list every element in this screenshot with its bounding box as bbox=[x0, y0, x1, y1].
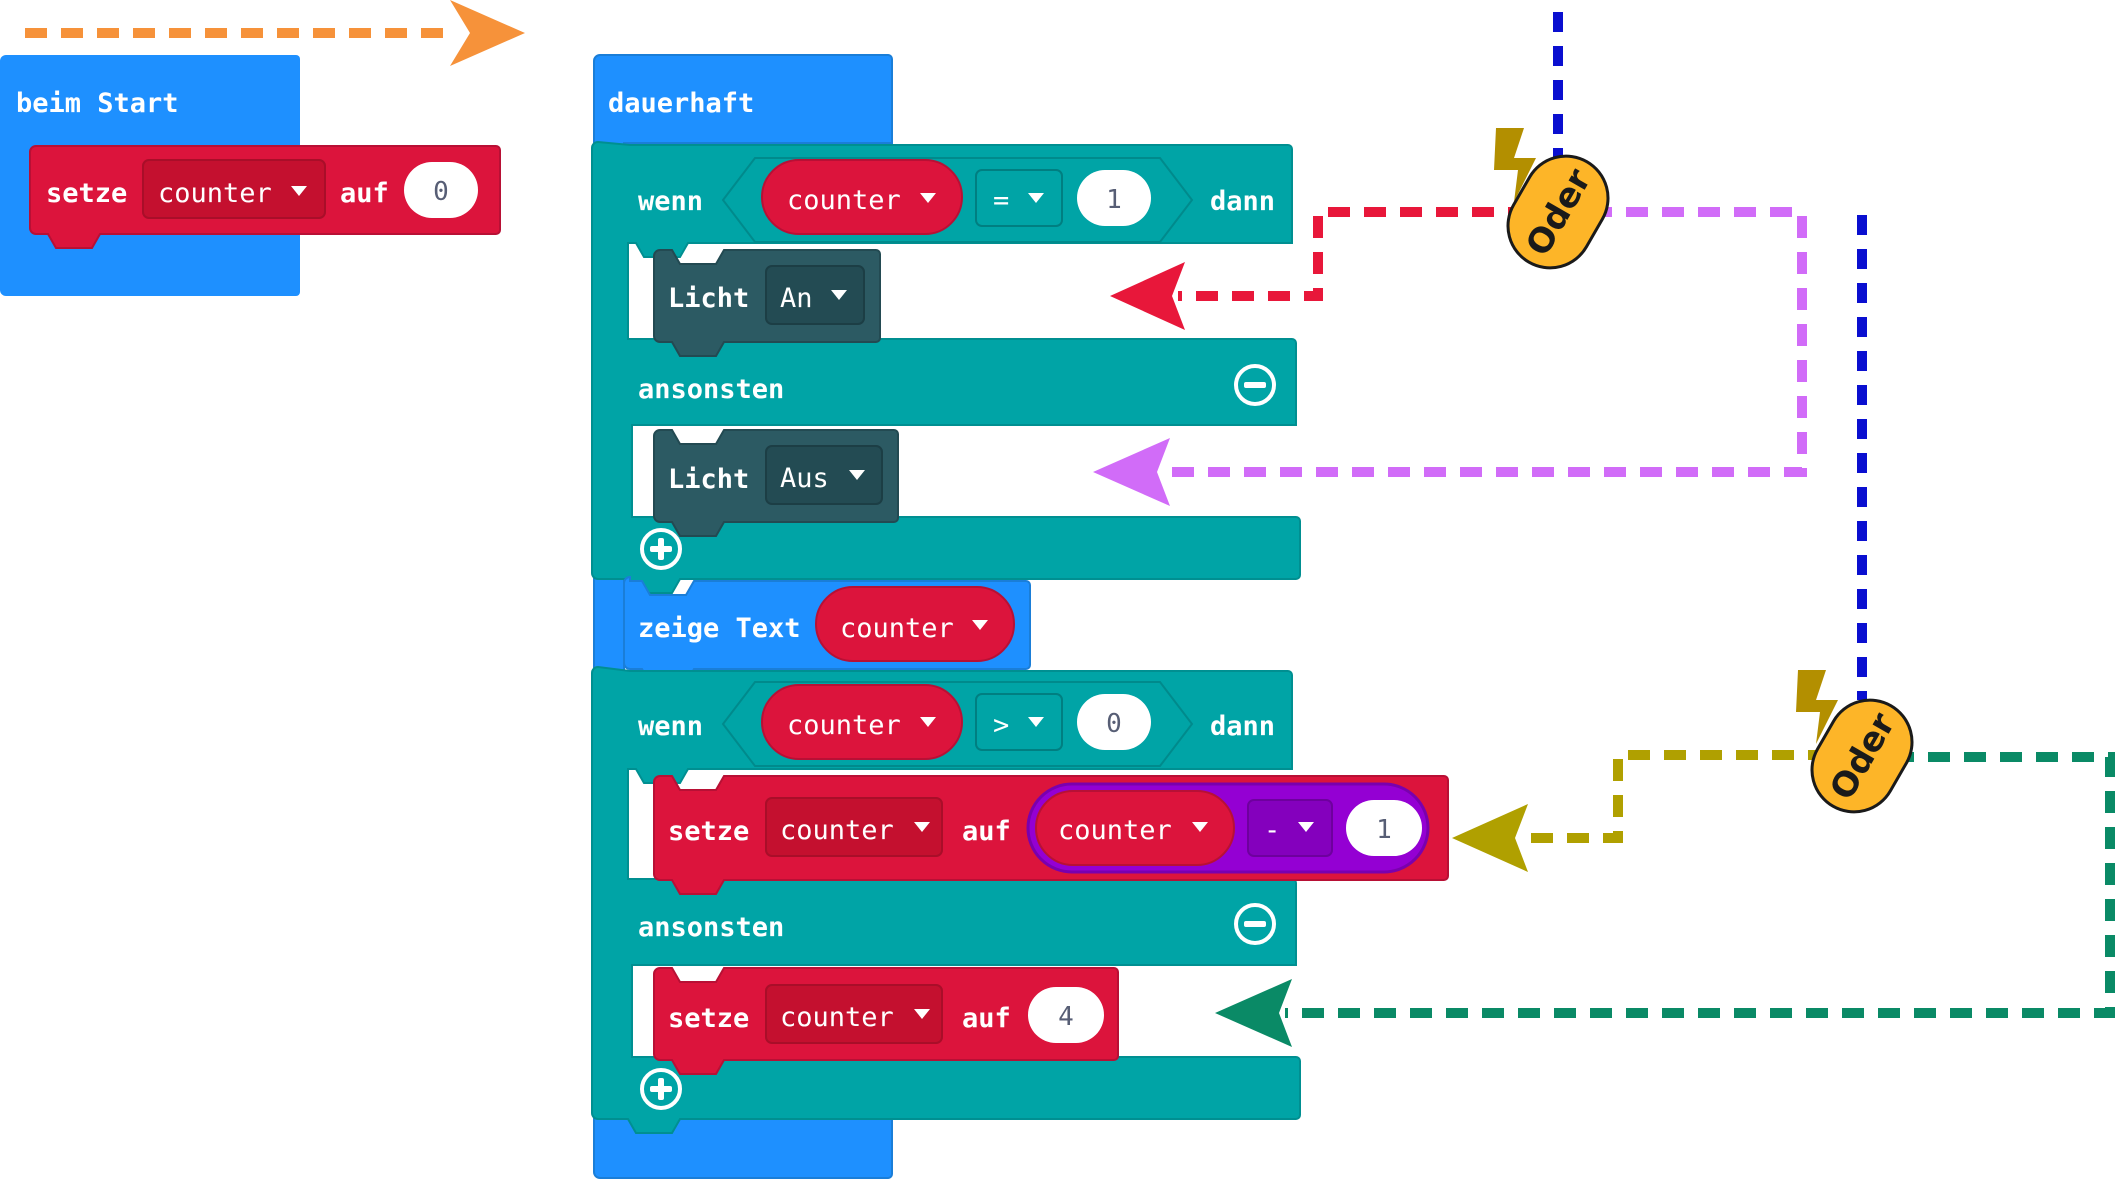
counter-variable-reporter[interactable] bbox=[1035, 790, 1235, 866]
light-state-text: An bbox=[780, 283, 813, 314]
show-text-label: zeige Text bbox=[638, 613, 801, 644]
value-text: 1 bbox=[1376, 815, 1392, 845]
variable-name: counter bbox=[780, 815, 894, 846]
set-counter-start-block[interactable]: setze counter auf 0 bbox=[29, 145, 501, 249]
if-label: wenn bbox=[638, 711, 703, 742]
set-label: setze bbox=[46, 178, 127, 209]
value-input[interactable] bbox=[1077, 170, 1151, 226]
light-state-text: Aus bbox=[780, 463, 829, 494]
light-label: Licht bbox=[668, 283, 749, 314]
orange-flow-arrow bbox=[25, 0, 525, 66]
variable-name: counter bbox=[787, 710, 901, 741]
if-block-1[interactable]: wenn counter = 1 dann Licht An ansonsten bbox=[591, 140, 1301, 594]
else-label: ansonsten bbox=[638, 912, 784, 943]
green-flow-arrow bbox=[1215, 752, 2115, 1047]
operator-text: = bbox=[993, 185, 1009, 216]
lightning-icon bbox=[1494, 128, 1536, 202]
light-state-dropdown[interactable] bbox=[765, 445, 883, 505]
if-block-2[interactable]: wenn counter > 0 dann setze counter auf bbox=[591, 665, 1449, 1134]
plus-circle-icon[interactable] bbox=[640, 528, 682, 570]
then-label: dann bbox=[1210, 711, 1275, 742]
to-label: auf bbox=[340, 178, 389, 209]
variable-name: counter bbox=[787, 185, 901, 216]
else-label: ansonsten bbox=[638, 374, 784, 405]
counter-variable-reporter[interactable] bbox=[815, 586, 1015, 662]
value-text: 0 bbox=[433, 177, 449, 207]
minus-circle-icon[interactable] bbox=[1234, 364, 1276, 406]
set-label: setze bbox=[668, 816, 749, 847]
violet-flow-arrow bbox=[1093, 207, 1807, 506]
if-label: wenn bbox=[638, 186, 703, 217]
set-counter-minus-block[interactable]: setze counter auf counter - 1 bbox=[653, 775, 1449, 895]
or-badge-1: Oder bbox=[1494, 128, 1610, 270]
variable-dropdown[interactable] bbox=[142, 159, 326, 219]
to-label: auf bbox=[962, 816, 1011, 847]
variable-name: counter bbox=[1058, 815, 1172, 846]
value-text: 1 bbox=[1106, 185, 1122, 215]
on-start-block[interactable]: beim Start setze counter auf 0 bbox=[0, 55, 501, 296]
variable-dropdown[interactable] bbox=[765, 797, 943, 857]
minus-circle-icon[interactable] bbox=[1234, 903, 1276, 945]
light-label: Licht bbox=[668, 464, 749, 495]
show-text-block[interactable]: zeige Text counter bbox=[623, 575, 1031, 684]
plus-circle-icon[interactable] bbox=[640, 1068, 682, 1110]
forever-label: dauerhaft bbox=[608, 88, 754, 119]
counter-variable-reporter[interactable] bbox=[761, 684, 963, 760]
value-input[interactable] bbox=[1346, 800, 1422, 856]
red-flow-arrow bbox=[1110, 207, 1530, 330]
olive-flow-arrow bbox=[1452, 750, 1830, 872]
variable-name: counter bbox=[780, 1002, 894, 1033]
math-operator-dropdown[interactable] bbox=[1247, 799, 1333, 857]
value-text: 0 bbox=[1106, 709, 1122, 739]
operator-dropdown[interactable] bbox=[975, 169, 1063, 227]
value-text: 4 bbox=[1058, 1002, 1074, 1032]
then-label: dann bbox=[1210, 186, 1275, 217]
lightning-icon bbox=[1796, 670, 1838, 744]
light-off-block[interactable]: Licht Aus bbox=[653, 429, 899, 537]
variable-dropdown[interactable] bbox=[765, 984, 943, 1044]
value-input[interactable] bbox=[404, 162, 478, 218]
set-counter-else-block[interactable]: setze counter auf 4 bbox=[653, 967, 1119, 1075]
blue-flow-lines bbox=[1553, 12, 1867, 700]
or-badge-2: Oder bbox=[1796, 670, 1914, 814]
operator-text: - bbox=[1264, 815, 1280, 846]
light-on-block[interactable]: Licht An bbox=[653, 249, 881, 357]
operator-dropdown[interactable] bbox=[975, 693, 1063, 751]
value-input[interactable] bbox=[1077, 694, 1151, 750]
value-input[interactable] bbox=[1028, 987, 1104, 1043]
operator-text: > bbox=[993, 710, 1009, 741]
to-label: auf bbox=[962, 1003, 1011, 1034]
counter-variable-reporter[interactable] bbox=[761, 159, 963, 235]
set-label: setze bbox=[668, 1003, 749, 1034]
forever-block[interactable]: dauerhaft wenn counter = 1 dann Licht An bbox=[591, 54, 1449, 1179]
variable-name: counter bbox=[158, 178, 272, 209]
on-start-label: beim Start bbox=[16, 88, 179, 119]
variable-name: counter bbox=[840, 613, 954, 644]
light-state-dropdown[interactable] bbox=[765, 265, 865, 325]
